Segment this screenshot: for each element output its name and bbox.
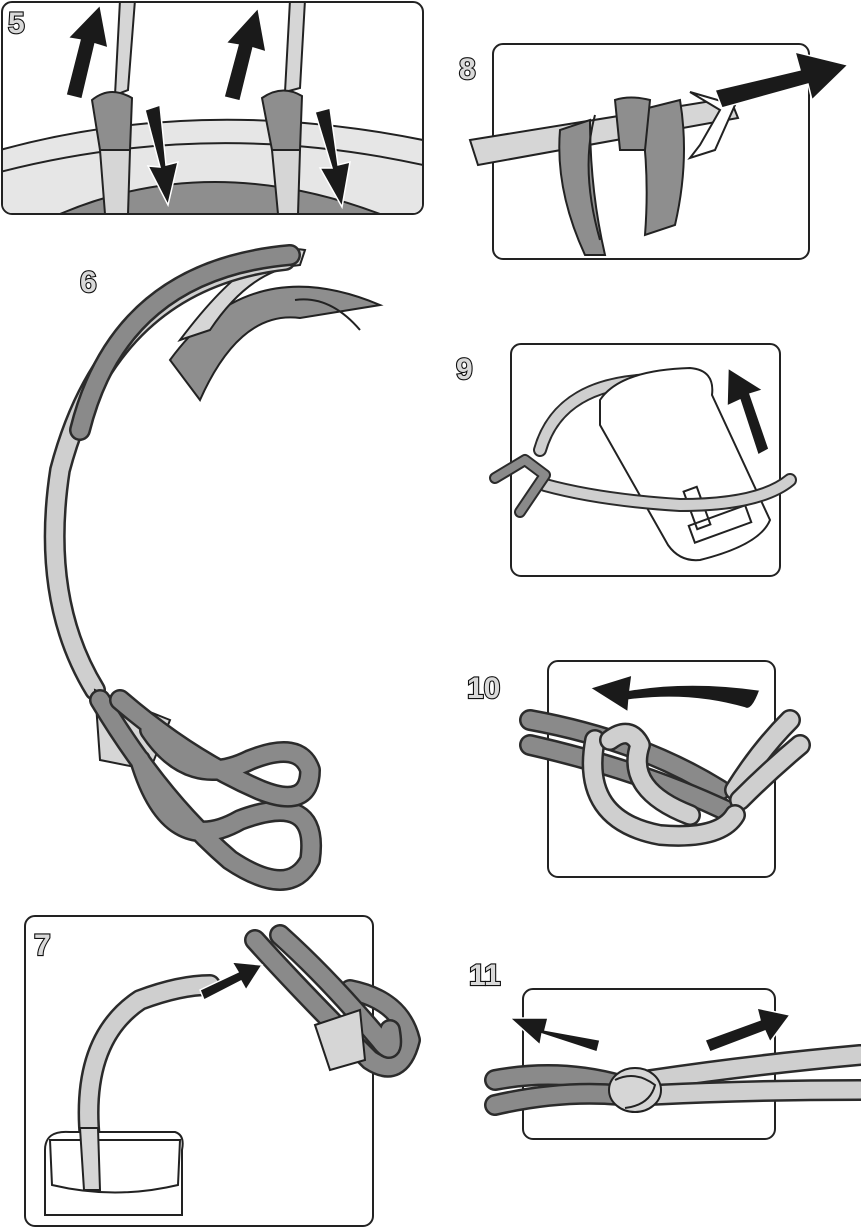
step-6-illustration: 6: [43, 244, 384, 891]
step-9-panel: 9: [455, 343, 797, 577]
step-5-panel: 5: [1, 1, 424, 215]
step-8-panel: 8: [458, 43, 850, 260]
step-10-number: 10: [467, 672, 500, 705]
step-8-number: 8: [459, 53, 476, 86]
step-10-panel: 10: [466, 660, 811, 878]
step-6-number: 6: [80, 266, 97, 299]
step-11-panel: 11: [468, 958, 861, 1140]
step-5-number: 5: [8, 7, 25, 40]
step-9-number: 9: [456, 353, 473, 386]
step-7-panel: 7: [24, 915, 421, 1227]
step-11-number: 11: [469, 959, 501, 992]
step-7-number: 7: [34, 929, 51, 962]
